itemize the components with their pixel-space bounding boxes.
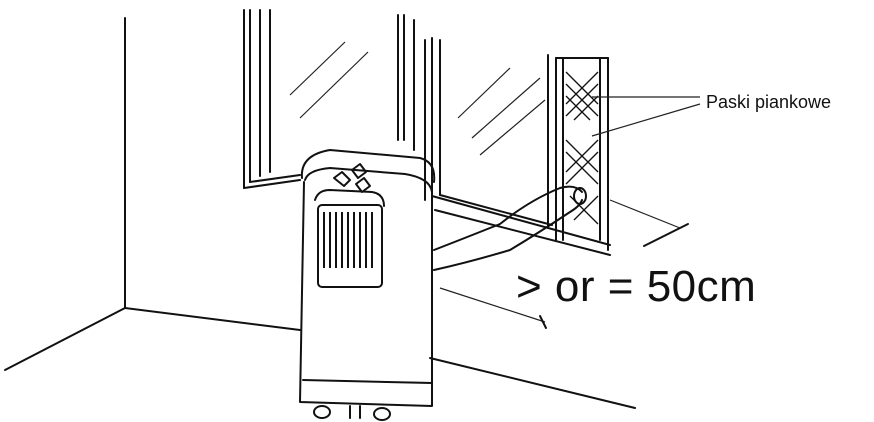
- room-walls: [4, 17, 636, 409]
- distance-dimension: [439, 199, 689, 329]
- distance-label: > or = 50cm: [516, 262, 757, 311]
- ac-unit: [299, 149, 436, 421]
- foam-leader-lines: [591, 96, 701, 137]
- foam-strips-label: Paski piankowe: [706, 92, 832, 112]
- foam-strip-channel: [555, 57, 609, 251]
- exhaust-hose: [433, 185, 587, 271]
- window-frame: [243, 9, 611, 256]
